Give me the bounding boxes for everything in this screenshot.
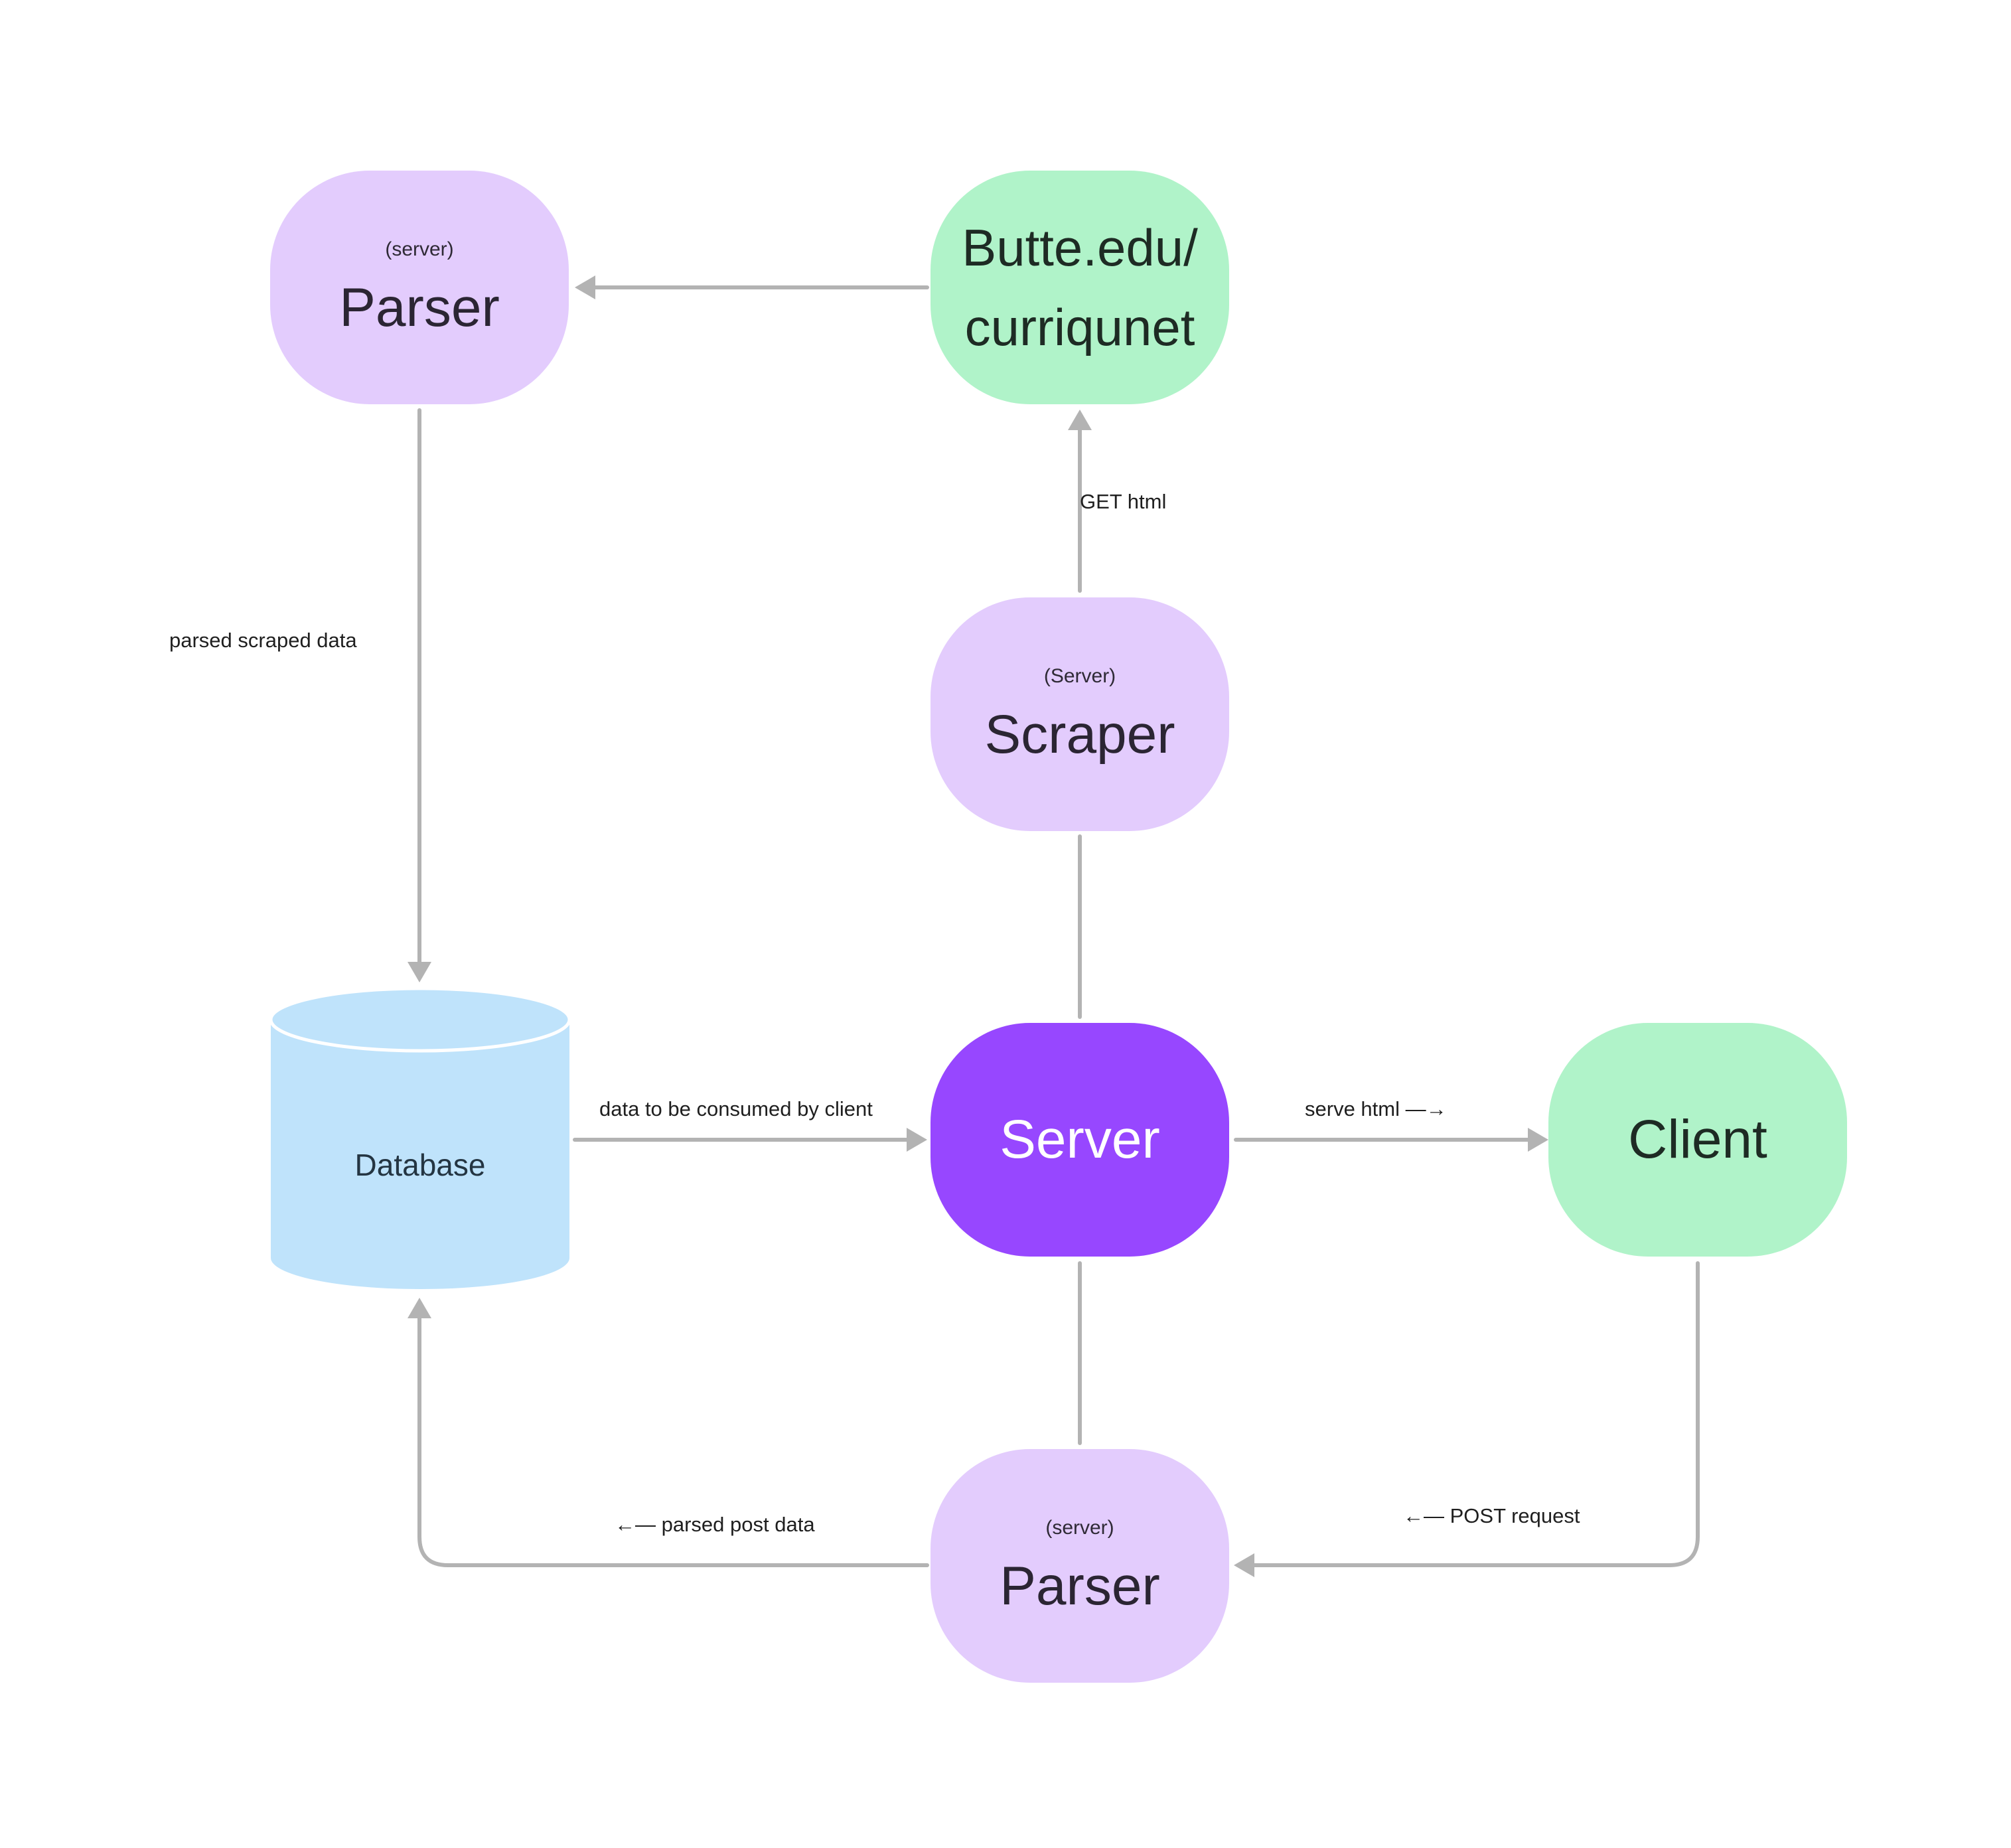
parser-bottom-sublabel: (server) (1045, 1517, 1114, 1539)
arrowhead-to-site (1068, 410, 1092, 430)
scraper-node[interactable]: (Server) Scraper (931, 597, 1229, 831)
database-cylinder (269, 986, 571, 1289)
edge-label-post-request: ←— POST request (1403, 1504, 1580, 1527)
edge-label-get-html: GET html (1080, 490, 1167, 513)
edge-label-parsed-scraped-data: parsed scraped data (169, 629, 357, 652)
arrowhead-to-database-top (408, 962, 431, 982)
arrowhead-to-server (907, 1128, 927, 1152)
scraper-label: Scraper (984, 704, 1175, 765)
client-node[interactable]: Client (1548, 1023, 1847, 1257)
edge-label-serve-html: serve html —→ (1305, 1097, 1447, 1120)
website-label-line1: Butte.edu/ (962, 218, 1198, 277)
database-label: Database (354, 1148, 486, 1182)
parser-top-label: Parser (339, 277, 500, 338)
edge-label-parsed-post-data: ←— parsed post data (615, 1513, 815, 1536)
arrowhead-to-parser-top (575, 275, 595, 299)
server-node[interactable]: Server (931, 1023, 1229, 1257)
arrowhead-to-client (1528, 1128, 1548, 1152)
edge-parser-to-database-bottom (417, 1312, 929, 1567)
client-label: Client (1628, 1109, 1767, 1170)
website-label-line2: curriqunet (964, 298, 1195, 356)
parser-top-node[interactable]: (server) Parser (270, 171, 569, 404)
edge-client-to-parser (1252, 1261, 1700, 1567)
website-node[interactable]: Butte.edu/ curriqunet (931, 171, 1229, 404)
parser-bottom-label: Parser (1000, 1556, 1160, 1616)
edge-label-data-to-client: data to be consumed by client (599, 1097, 873, 1120)
server-label: Server (1000, 1109, 1160, 1170)
arrowhead-to-parser-bottom (1234, 1553, 1254, 1577)
scraper-sublabel: (Server) (1043, 665, 1116, 687)
parser-bottom-node[interactable]: (server) Parser (931, 1449, 1229, 1683)
parser-top-sublabel: (server) (385, 238, 454, 260)
arrowhead-to-database-bottom (408, 1298, 431, 1318)
